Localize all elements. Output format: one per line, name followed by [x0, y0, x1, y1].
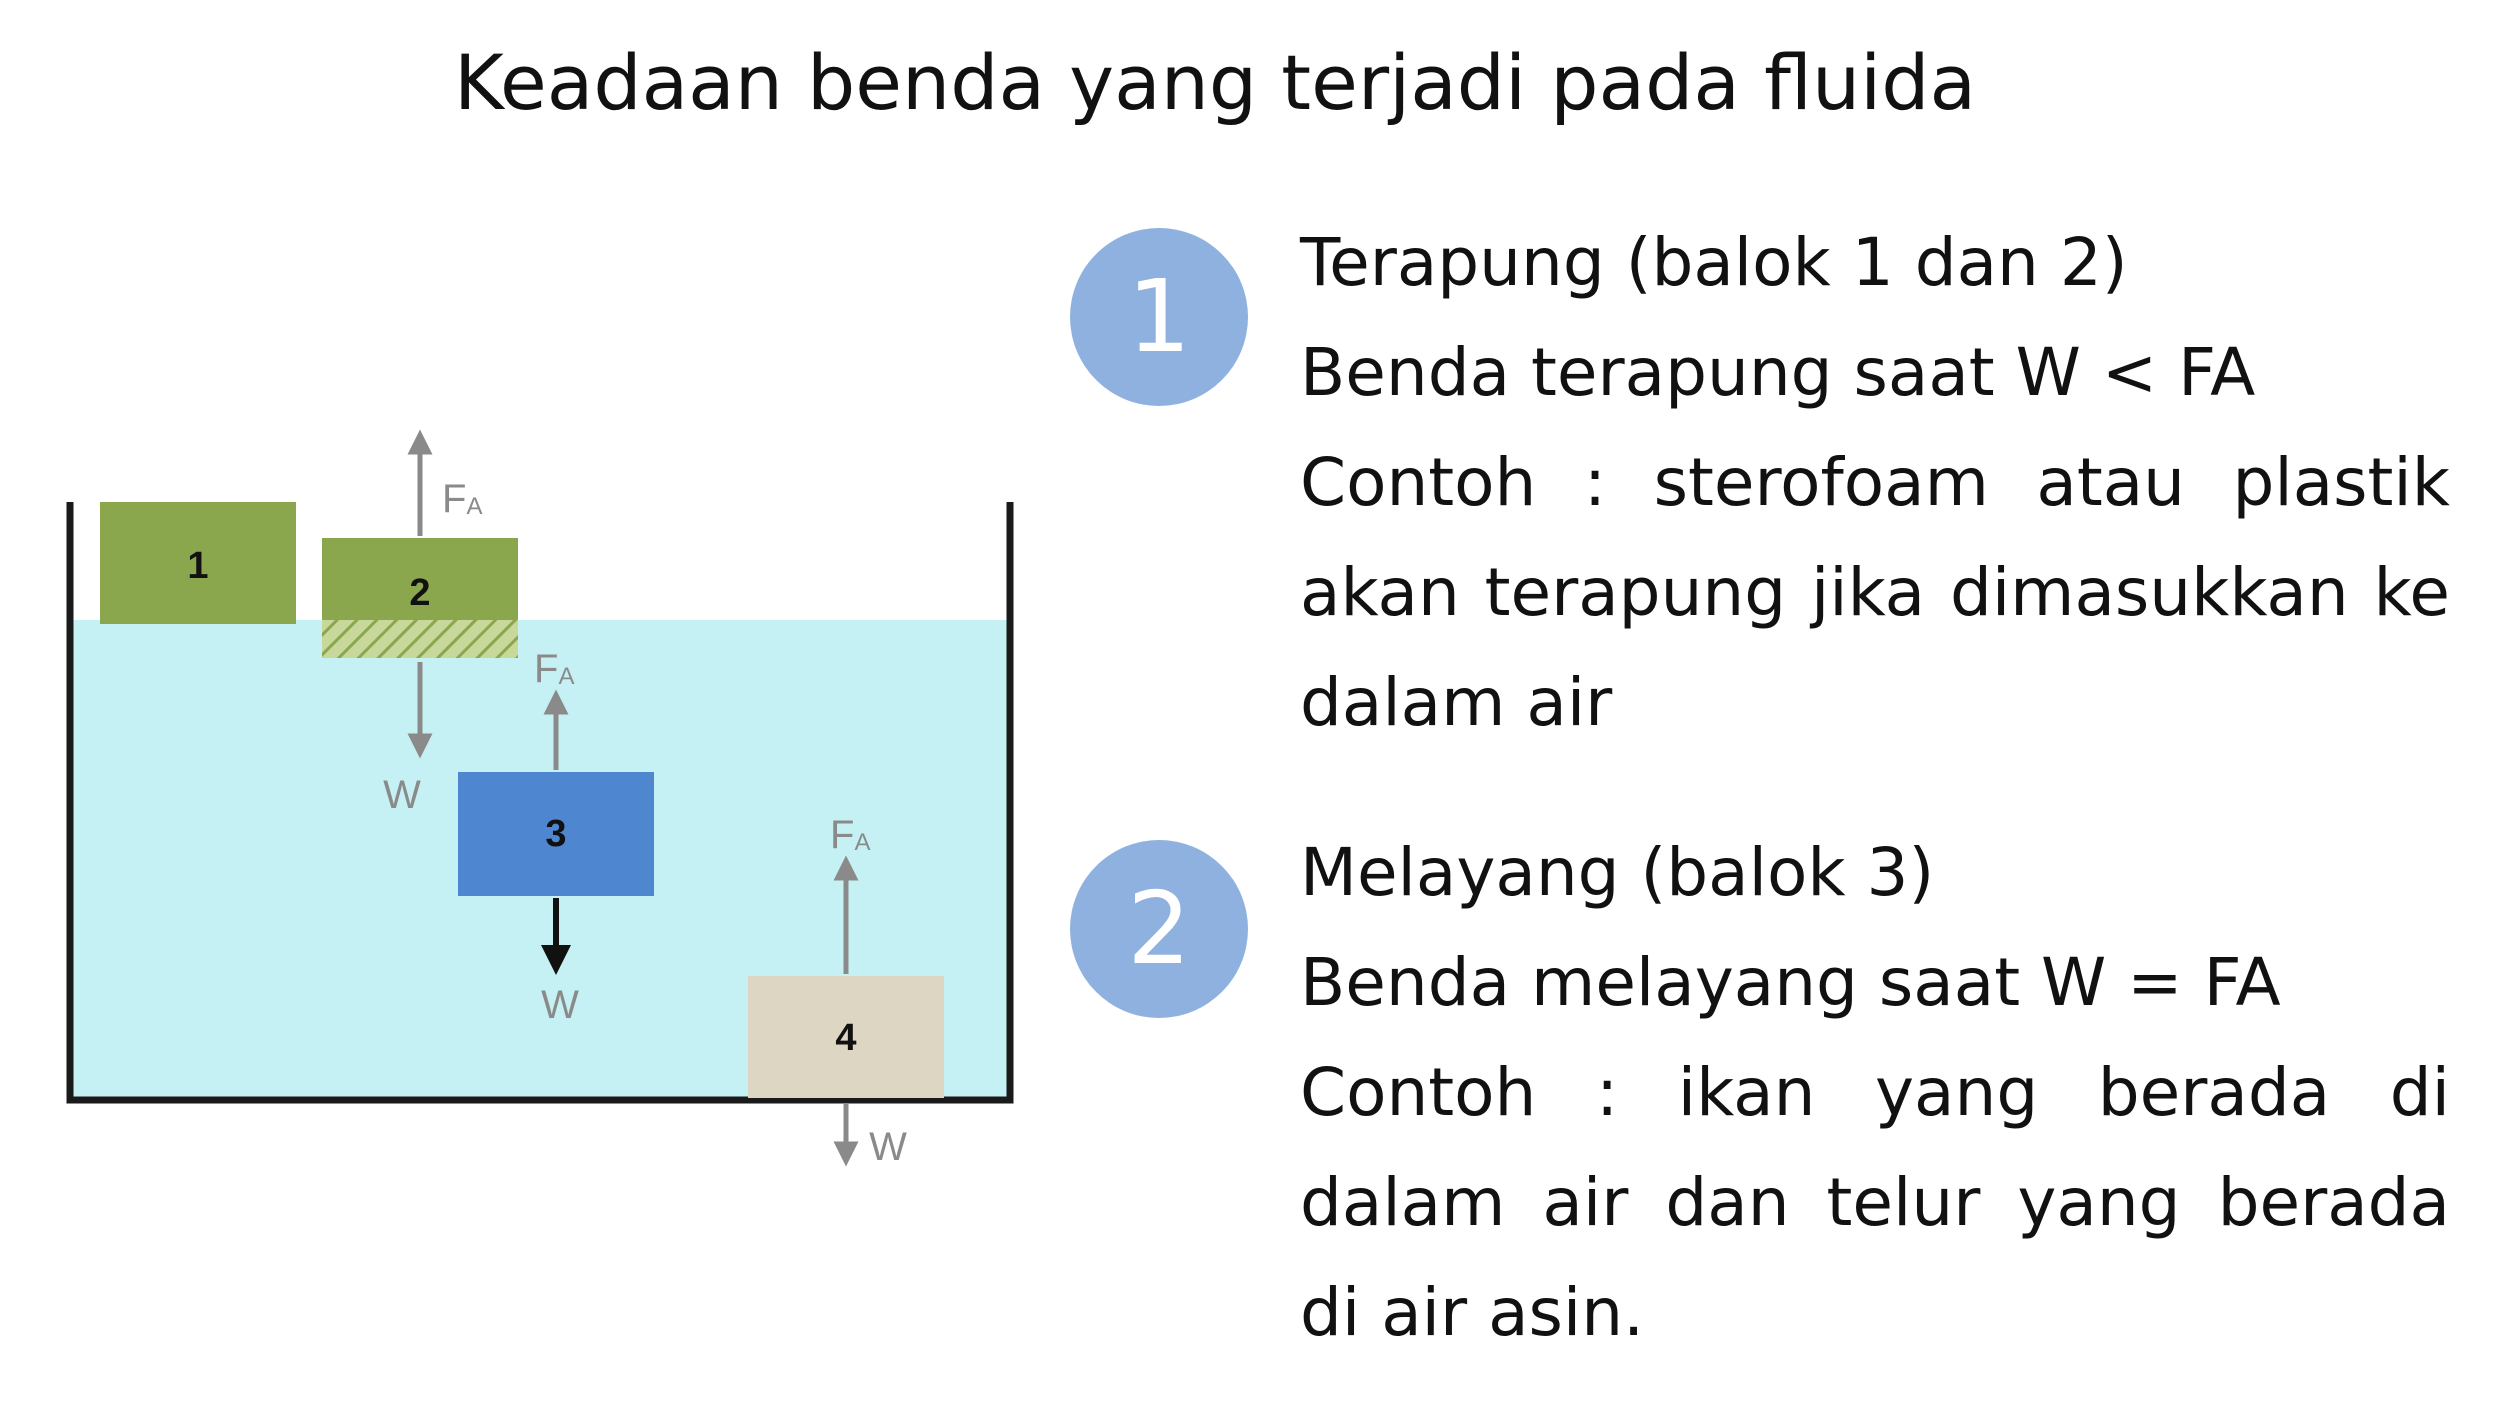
block-3: 3: [458, 772, 654, 896]
item-2-heading: Melayang (balok 3): [1300, 834, 1935, 911]
buoyant-force-label-3: FA: [534, 647, 574, 691]
item-1-condition: Benda terapung saat W < FA: [1300, 334, 2256, 411]
weight-label-4: W: [869, 1125, 907, 1169]
block-3-label: 3: [545, 813, 566, 855]
number-badge-1: 1: [1070, 228, 1248, 406]
block-4-label: 4: [835, 1017, 856, 1059]
block-2: 2: [322, 538, 518, 658]
fluid-diagram: 1 2 FA W 3 FA W 4 FA W: [66, 429, 1014, 1169]
weight-label-3: W: [541, 983, 579, 1027]
submerged-hatch: [322, 620, 518, 658]
item-2-example: Contoh : ikan yang berada di dalam air d…: [1300, 1054, 2450, 1351]
weight-label-2: W: [383, 773, 421, 817]
item-1-heading: Terapung (balok 1 dan 2): [1300, 224, 2128, 301]
block-4: 4: [748, 976, 944, 1098]
block-1-label: 1: [187, 545, 208, 587]
block-1: 1: [100, 502, 296, 624]
item-1-text: Terapung (balok 1 dan 2) Benda terapung …: [1300, 208, 2450, 758]
item-2-text: Melayang (balok 3) Benda melayang saat W…: [1300, 818, 2450, 1368]
buoyant-force-label-2: FA: [442, 477, 482, 521]
item-2-condition: Benda melayang saat W = FA: [1300, 944, 2281, 1021]
container: [66, 502, 1014, 1104]
page-title: Keadaan benda yang terjadi pada fluida: [453, 38, 1977, 127]
number-badge-2: 2: [1070, 840, 1248, 1018]
item-1-example: Contoh : sterofoam atau plastik akan ter…: [1300, 444, 2450, 741]
block-2-label: 2: [409, 572, 430, 614]
buoyant-force-label-4: FA: [830, 813, 870, 857]
